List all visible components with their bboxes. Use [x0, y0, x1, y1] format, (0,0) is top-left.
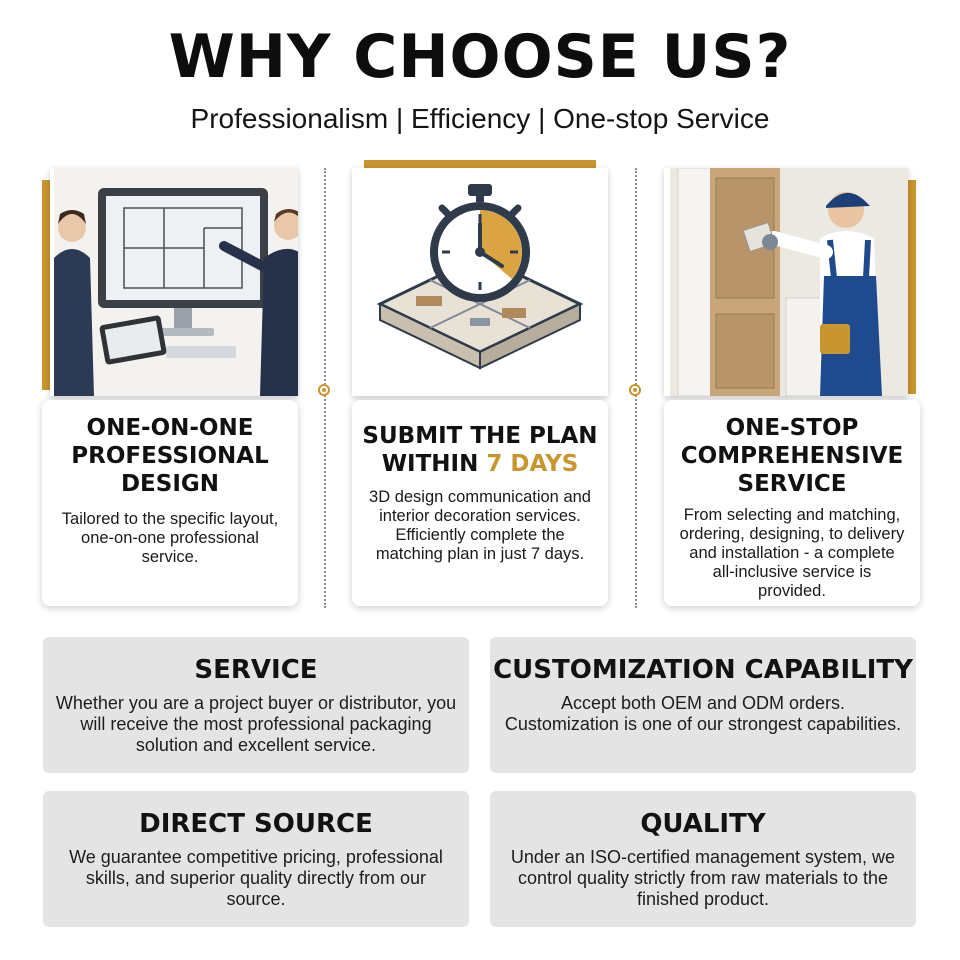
worker-installing-wall-panel-illustration: [664, 168, 908, 396]
divider-dot-icon: [629, 384, 641, 396]
info-box-description: We guarantee competitive pricing, profes…: [69, 847, 443, 909]
accent-bar: [906, 180, 916, 394]
feature-card: SUBMIT THE PLAN WITHIN 7 DAYS 3D design …: [352, 400, 608, 606]
info-box-quality: QUALITY Under an ISO-certified managemen…: [490, 791, 916, 927]
accent-bar: [364, 160, 596, 168]
page-title: WHY CHOOSE US?: [168, 22, 792, 92]
highlight-days: 7 DAYS: [486, 451, 579, 477]
info-box-description: Accept both OEM and ODM orders. Customiz…: [504, 693, 902, 734]
feature-speed: SUBMIT THE PLAN WITHIN 7 DAYS 3D design …: [352, 160, 608, 608]
feature-one-stop: ONE-STOP COMPREHENSIVE SERVICE From sele…: [664, 168, 920, 608]
stopwatch-over-3d-floor-plan-illustration: [352, 168, 608, 396]
info-box-heading: CUSTOMIZATION CAPABILITY: [493, 655, 913, 685]
info-box-heading: SERVICE: [194, 655, 318, 685]
feature-heading: ONE-ON-ONE PROFESSIONAL DESIGN: [71, 415, 269, 497]
feature-card: ONE-STOP COMPREHENSIVE SERVICE From sele…: [664, 400, 920, 606]
divider-dot-icon: [318, 384, 330, 396]
info-box-heading: DIRECT SOURCE: [139, 809, 373, 839]
feature-description: 3D design communication and interior dec…: [369, 488, 591, 563]
feature-card: ONE-ON-ONE PROFESSIONAL DESIGN Tailored …: [42, 400, 298, 606]
feature-description: From selecting and matching, ordering, d…: [679, 506, 905, 600]
info-box-direct-source: DIRECT SOURCE We guarantee competitive p…: [43, 791, 469, 927]
feature-description: Tailored to the specific layout, one-on-…: [61, 510, 279, 566]
page-subtitle: Professionalism | Efficiency | One-stop …: [190, 103, 770, 134]
info-box-heading: QUALITY: [640, 809, 766, 839]
feature-design: ONE-ON-ONE PROFESSIONAL DESIGN Tailored …: [42, 168, 298, 608]
info-box-customization: CUSTOMIZATION CAPABILITY Accept both OEM…: [490, 637, 916, 773]
feature-heading: SUBMIT THE PLAN WITHIN 7 DAYS: [362, 423, 598, 477]
info-box-description: Whether you are a project buyer or distr…: [55, 693, 457, 755]
info-box-description: Under an ISO-certified management system…: [510, 847, 896, 909]
info-box-service: SERVICE Whether you are a project buyer …: [43, 637, 469, 773]
feature-heading: ONE-STOP COMPREHENSIVE SERVICE: [680, 415, 904, 497]
designers-reviewing-floor-plan-illustration: [50, 168, 298, 396]
accent-bar: [42, 180, 50, 390]
